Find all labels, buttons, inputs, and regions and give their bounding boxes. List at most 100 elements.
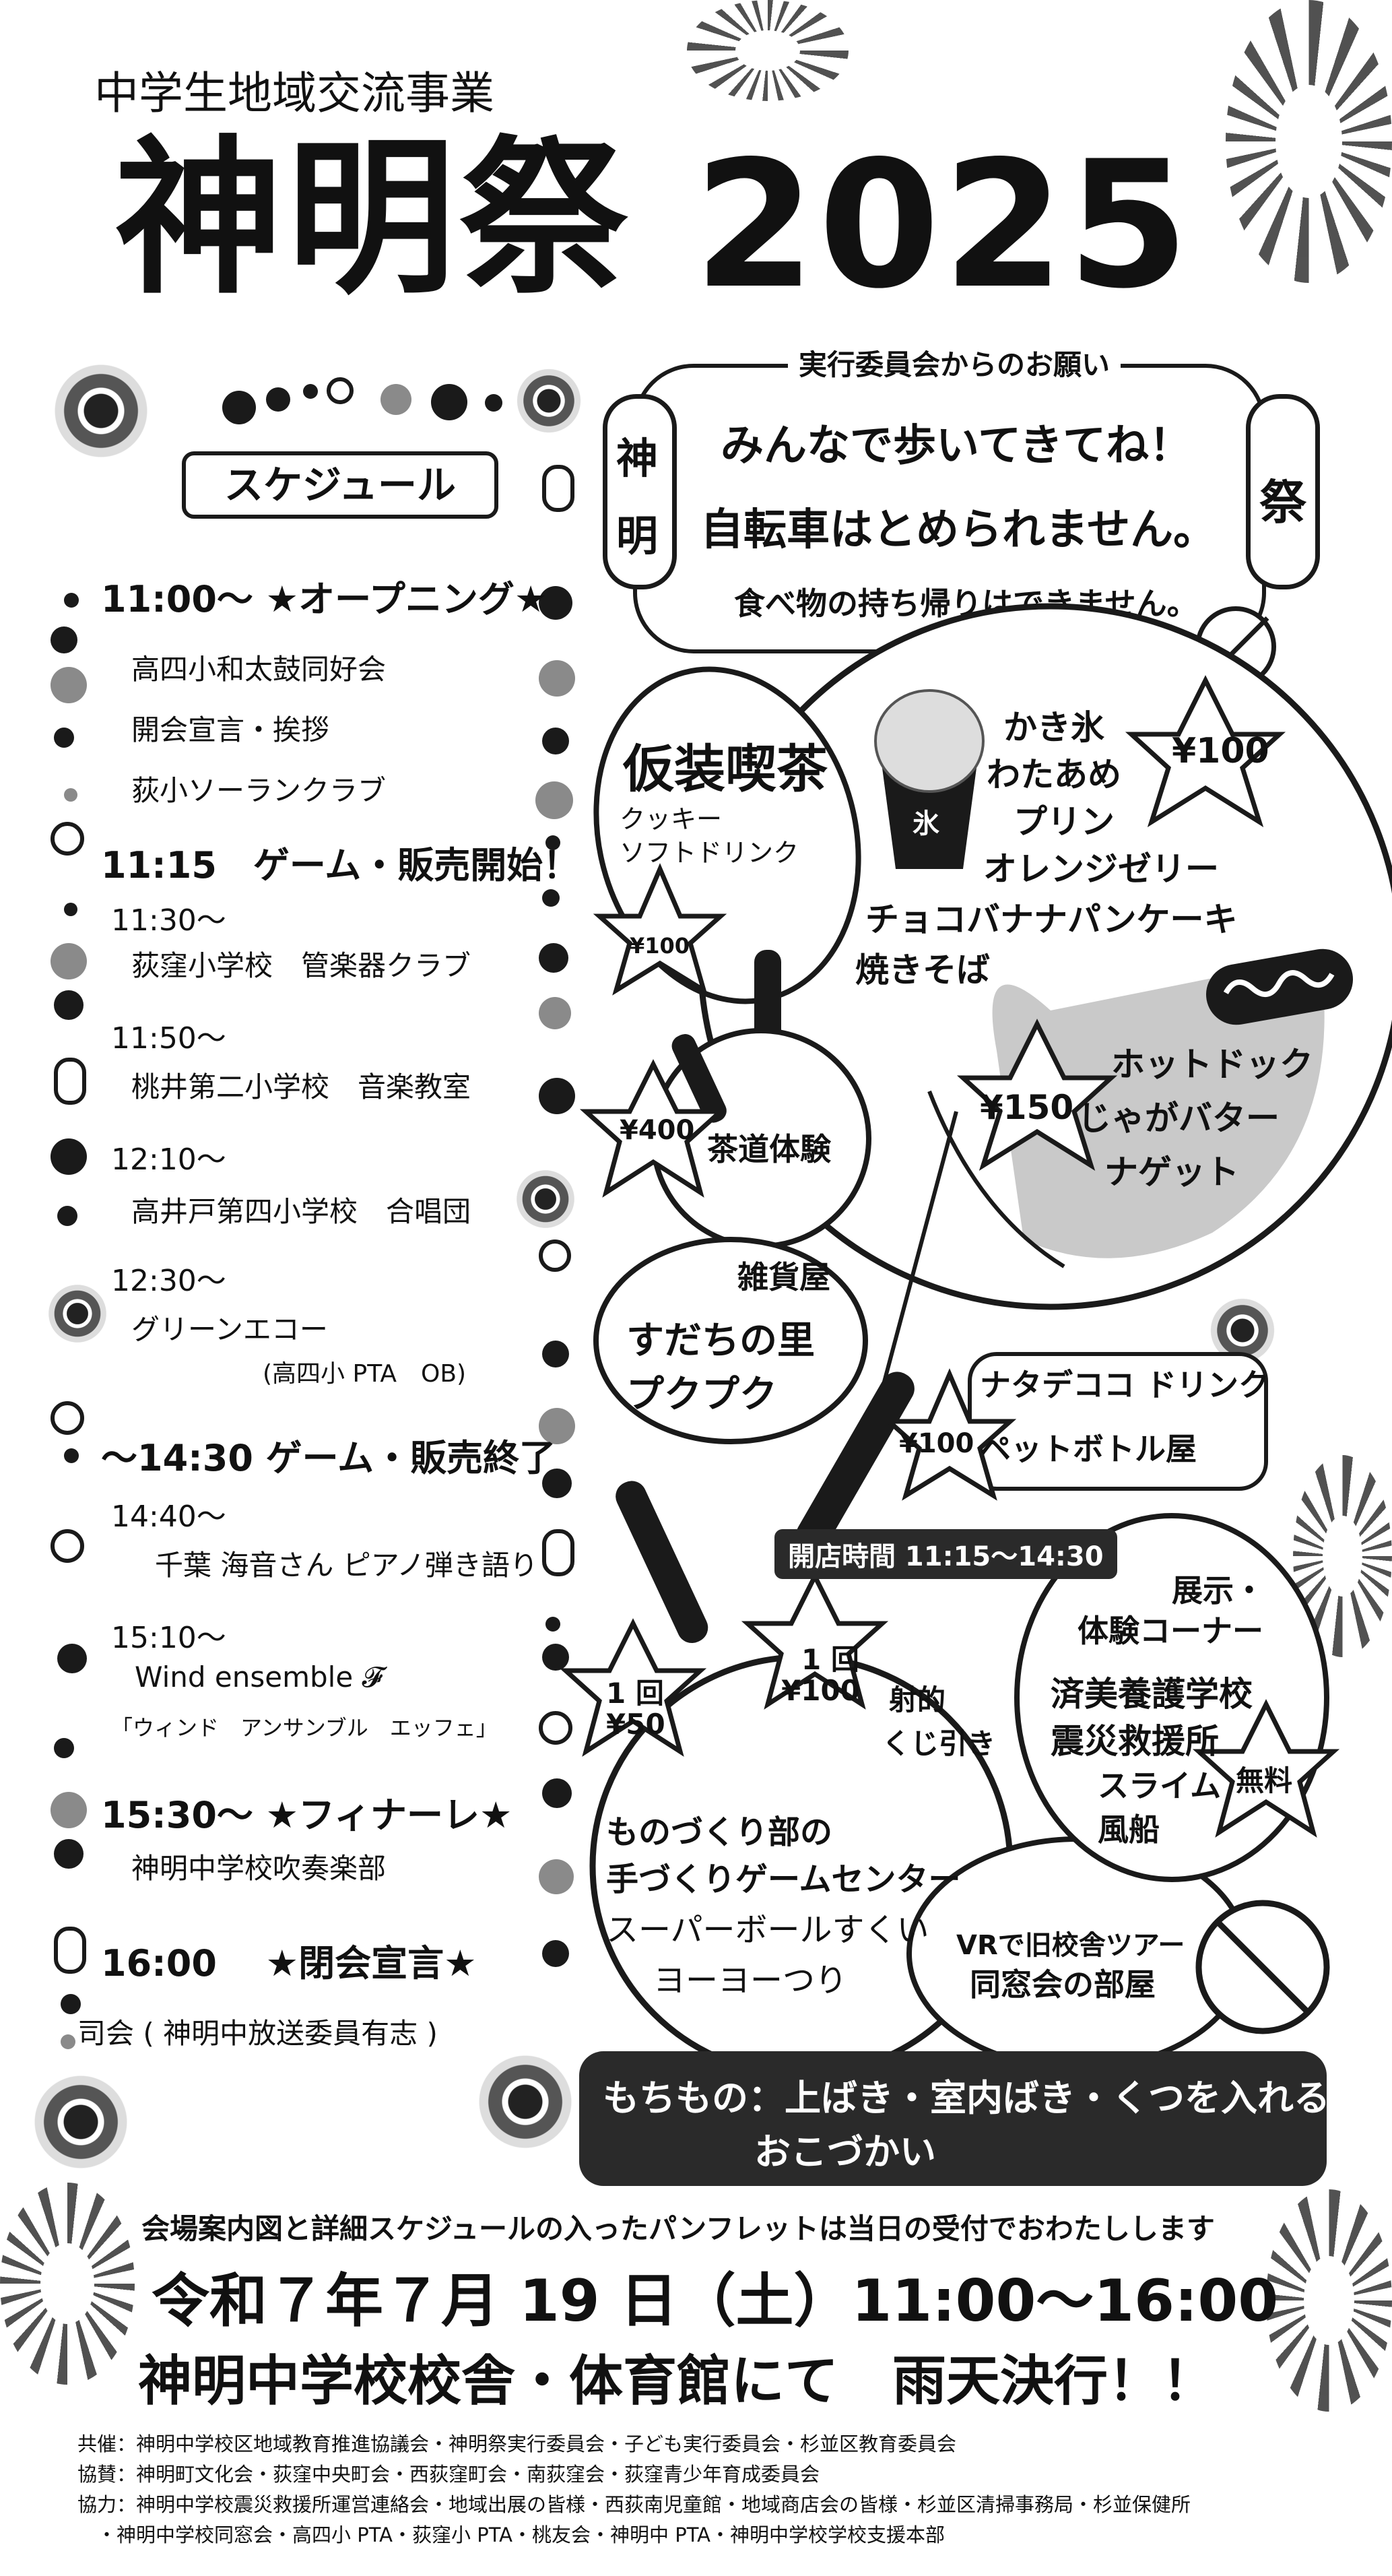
game-price-1-bottom: ¥50 [606, 1708, 665, 1741]
vr-item: VRで旧校舎ツアー [956, 1930, 1185, 1961]
footer-note: 会場案内図と詳細スケジュールの入ったパンフレットは当日の受付でおわたしします [141, 2212, 1215, 2245]
hours-label: 開店時間 11:15〜14:30 [774, 1529, 1117, 1579]
bring-line-1: もちもの：上ばき・室内ばき・くつを入れる袋 [603, 2077, 1366, 2119]
lantern-right [1246, 394, 1320, 589]
credit-line: 共催：神明中学校区地域教育推進協議会・神明祭実行委員会・子ども実行委員会・杉並区… [77, 2433, 957, 2455]
schedule-item: Wind ensemble 𝓕 [135, 1661, 383, 1694]
decorative-dot [51, 1529, 84, 1563]
firework-decoration [1226, 0, 1392, 283]
bring-line-2: おこづかい [754, 2131, 936, 2173]
lantern-right-char: 祭 [1259, 475, 1306, 530]
sunflower-decoration [512, 1165, 579, 1233]
game-price-2-top: 1 回 [801, 1643, 859, 1676]
decorative-dot [542, 728, 569, 754]
request-heading: 実行委員会からのお願い [788, 342, 1121, 383]
decorative-dot [539, 997, 571, 1029]
schedule-time: 11:30〜 [111, 903, 226, 938]
credit-line: 協賛：神明町文化会・荻窪中央町会・西荻窪町会・南荻窪会・荻窪青少年育成委員会 [77, 2463, 820, 2486]
decorative-dot [542, 1469, 572, 1498]
event-place: 神明中学校校舎・体育館にて 雨天決行！！ [138, 2350, 1216, 2412]
schedule-item: (高四小 PTA OB) [263, 1360, 467, 1388]
decorative-dot [54, 728, 74, 748]
cafe-title: 仮装喫茶 [623, 739, 828, 799]
event-date: 令和７年７月 19 日（土）11:00〜16:00 [152, 2267, 1279, 2335]
decorative-dot [535, 781, 573, 819]
event-subtitle: 中学生地域交流事業 [94, 67, 494, 119]
tea-title: 茶道体験 [707, 1131, 831, 1167]
decorative-dot [545, 1617, 560, 1632]
event-year: 2025 [694, 124, 1192, 327]
lantern-left-bottom-char: 明 [616, 511, 659, 560]
decorative-dot [539, 1408, 575, 1444]
schedule-item: 司会 ( 神明中放送委員有志 ) [77, 2017, 438, 2050]
exhibit-item: 体験コーナー [1078, 1613, 1263, 1649]
sunflower-decoration [27, 2068, 135, 2176]
firework-decoration [687, 0, 849, 101]
vr-item: 同窓会の部屋 [970, 1966, 1156, 2003]
sunflower-decoration [44, 1280, 111, 1347]
decorative-dot [64, 1448, 79, 1463]
schedule-time: 14:40〜 [111, 1500, 226, 1534]
decorative-dot [57, 1206, 77, 1226]
schedule-opening: 11:00〜 ★オープニング★ [101, 578, 548, 620]
decorative-dot [539, 1239, 571, 1272]
game-item: 射的 [889, 1683, 946, 1716]
decorative-dot [64, 903, 77, 916]
decorative-dot [542, 1341, 569, 1367]
schedule-game-end: 〜14:30 ゲーム・販売終了 [101, 1437, 556, 1479]
schedule-item: 桃井第二小学校 音楽教室 [131, 1070, 471, 1103]
schedule-item: 千葉 海音さん ピアノ弾き語り [155, 1549, 538, 1582]
decorative-dot [542, 889, 560, 907]
decorative-dot [545, 835, 560, 850]
food2-item: ホットドック [1111, 1045, 1313, 1084]
schedule-heading-box: スケジュール [182, 451, 498, 519]
zakka-item: 雑貨屋 [737, 1259, 830, 1295]
schedule-item: 高井戸第四小学校 合唱団 [131, 1195, 471, 1228]
food-item: 焼きそば [855, 951, 990, 990]
decorative-dot [539, 1711, 572, 1745]
decorative-dot [51, 1792, 87, 1828]
firework-decoration [0, 2183, 135, 2385]
firework-decoration [1266, 2189, 1392, 2412]
decorative-dot [54, 1839, 84, 1869]
schedule-time: 11:50〜 [111, 1021, 226, 1056]
food2-item: ナゲット [1104, 1153, 1239, 1192]
decorative-dot [64, 593, 79, 608]
decorative-dot [539, 1859, 574, 1894]
food-item: チョコバナナパンケーキ [865, 900, 1238, 939]
decorative-dot [542, 1778, 572, 1808]
food-price: ¥100 [1172, 731, 1269, 771]
food-item: プリン [1014, 802, 1115, 841]
decorative-dot [431, 384, 467, 420]
drink-price: ¥100 [899, 1428, 974, 1459]
food2-price: ¥150 [980, 1088, 1074, 1127]
decorative-dot [64, 788, 77, 802]
exhibit-item: 展示・ [1172, 1572, 1265, 1609]
game-item: スーパーボールすくい [606, 1911, 929, 1949]
lantern-left-top-char: 神 [616, 434, 659, 483]
schedule-item: 開会宣言・挨拶 [131, 713, 330, 746]
food-item: かき氷 [1003, 708, 1104, 747]
decorative-dot [51, 943, 87, 979]
decorative-dot [539, 943, 568, 973]
lantern-decoration [54, 1927, 86, 1974]
event-title: 神明祭 [114, 121, 632, 317]
decorative-dot [61, 2034, 75, 2049]
schedule-item: 荻窪小学校 管楽器クラブ [131, 949, 471, 982]
game-price-1-top: 1 回 [606, 1677, 664, 1710]
schedule-game-start: 11:15 ゲーム・販売開始！ [101, 844, 580, 887]
credit-line: 協力：神明中学校震災救援所運営連絡会・地域出展の皆様・西荻南児童館・地域商店会の… [77, 2493, 1191, 2516]
decorative-dot [485, 394, 502, 412]
schedule-item: 神明中学校吹奏楽部 [131, 1852, 387, 1885]
decorative-dot [57, 1644, 87, 1673]
lantern-decoration [542, 465, 574, 512]
schedule-item: 「ウィンド アンサンブル エッフェ」 [111, 1715, 498, 1741]
exhibit-item: スライム [1098, 1768, 1222, 1804]
decorative-dot [61, 1994, 81, 2014]
lantern-decoration [54, 1058, 86, 1105]
lantern-decoration [542, 1529, 574, 1576]
drink-item: ペットボトル屋 [980, 1431, 1197, 1467]
decorative-dot [54, 1738, 74, 1758]
decorative-dot [51, 822, 84, 856]
request-line-2: 自転車はとめられません。 [700, 505, 1217, 555]
